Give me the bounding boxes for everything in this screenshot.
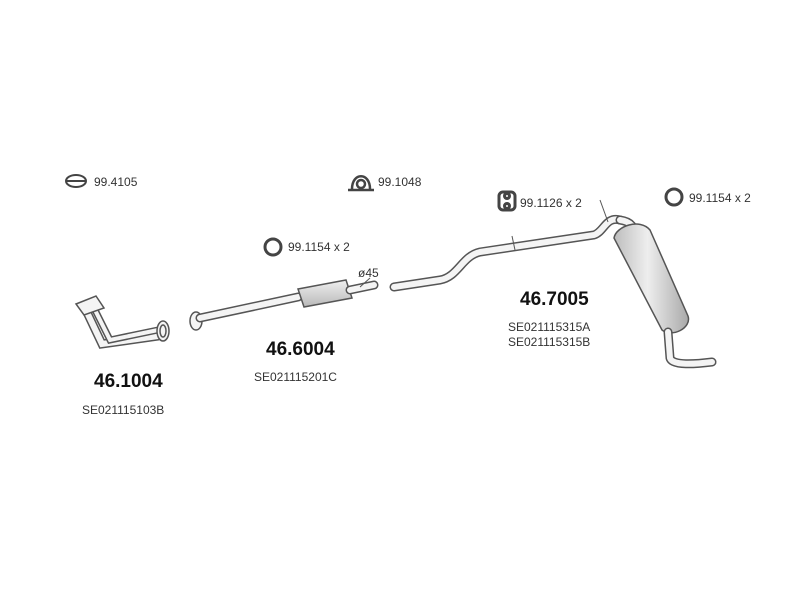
part-number-center-silencer: 46.6004 [266,339,335,360]
part-reference: SE021115315B [508,335,591,349]
part-number-front-pipe: 46.1004 [94,371,163,392]
rear-silencer-drawing [389,199,717,369]
part-reference: SE021115103B [82,403,165,417]
rubber-hanger-icon [497,190,517,212]
accessory-label-oring-left: 99.1154 x 2 [288,240,350,254]
o-ring-icon [263,237,283,257]
part-reference: SE021115315A [508,320,591,334]
front-pipe-drawing [74,295,170,349]
gasket-ring-icon [65,174,87,188]
accessory-label-clamp: 99.1048 [378,175,422,189]
accessory-label-hanger: 99.1126 x 2 [520,196,582,210]
accessory-label-gasket: 99.4105 [94,175,138,189]
part-reference: SE021115201C [254,370,337,384]
accessory-label-oring-right: 99.1154 x 2 [689,191,751,205]
center-silencer-drawing [189,277,379,331]
part-number-rear-silencer: 46.7005 [520,289,589,310]
u-clamp-icon [348,175,374,192]
pipe-diameter-label: ø45 [358,266,379,280]
o-ring-icon [664,187,684,207]
